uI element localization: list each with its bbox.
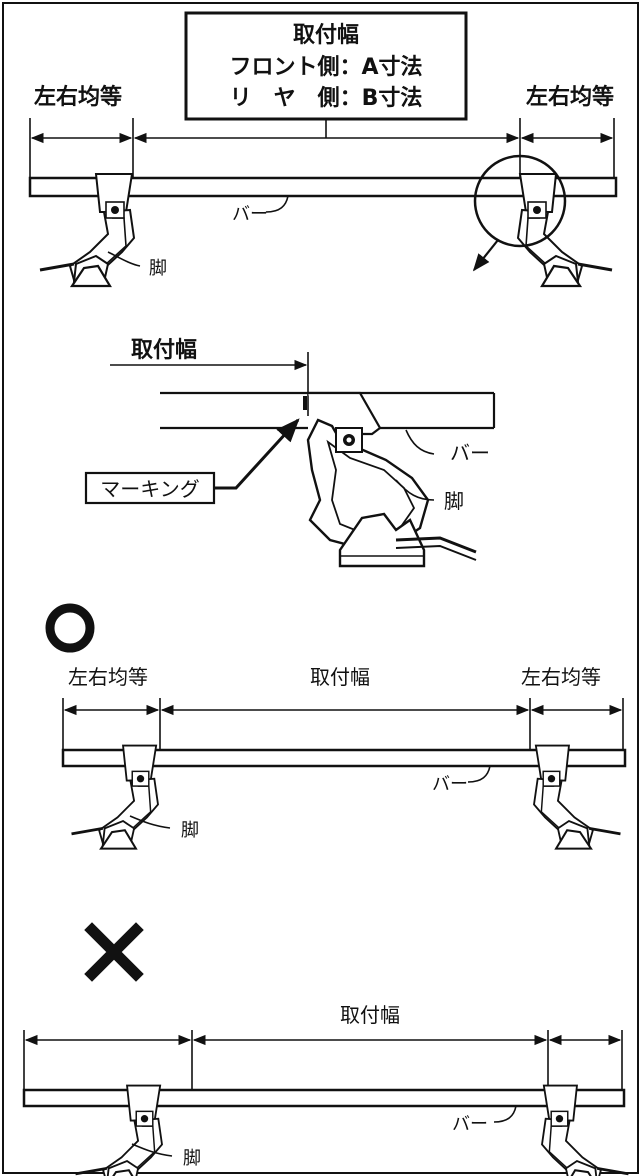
mount-width-label-ng: 取付幅 <box>340 1003 400 1027</box>
bar-label-4: バー <box>452 1114 488 1135</box>
foot-label-2: 脚 <box>444 489 464 513</box>
equal-left-label-ok: 左右均等 <box>68 665 148 689</box>
bar <box>28 176 618 198</box>
bar-label-3: バー <box>432 774 468 795</box>
foot-label-1: 脚 <box>149 258 167 279</box>
bar-ng <box>22 1088 626 1108</box>
bar-label-2: バー <box>450 441 490 465</box>
section-incorrect: 取付幅 バー 脚 <box>22 922 630 1176</box>
equal-left-label: 左右均等 <box>34 84 122 110</box>
section-overview: 取付幅 フロント側：A寸法 リ ヤ 側：B寸法 左右均等 左右均等 バー 脚 <box>28 11 618 288</box>
marking-arrow <box>214 418 300 490</box>
equal-right-label-ok: 左右均等 <box>521 665 601 689</box>
mount-width-label-ok: 取付幅 <box>310 665 370 689</box>
section-correct: 左右均等 取付幅 左右均等 バー 脚 <box>45 603 627 851</box>
section-detail: 取付幅 バー 脚 マーキング <box>84 338 496 568</box>
marking-box <box>84 471 216 505</box>
title-rear-side: リ ヤ 側：B寸法 <box>230 86 423 111</box>
incorrect-cross-mark <box>84 922 144 982</box>
correct-circle-mark <box>45 603 95 653</box>
title-front-side: フロント側：A寸法 <box>229 55 422 80</box>
bar-label-1: バー <box>232 204 268 225</box>
equal-right-label: 左右均等 <box>526 84 614 110</box>
detail-pointer-arrow <box>472 239 499 272</box>
foot-label-3: 脚 <box>181 820 199 841</box>
bar-ok <box>61 748 627 768</box>
marking-label: マーキング <box>100 477 199 501</box>
detail-mount-width-label: 取付幅 <box>131 338 197 363</box>
detail-magnifier <box>473 154 567 248</box>
foot-label-4: 脚 <box>183 1148 201 1169</box>
title-mount-width: 取付幅 <box>293 23 359 48</box>
